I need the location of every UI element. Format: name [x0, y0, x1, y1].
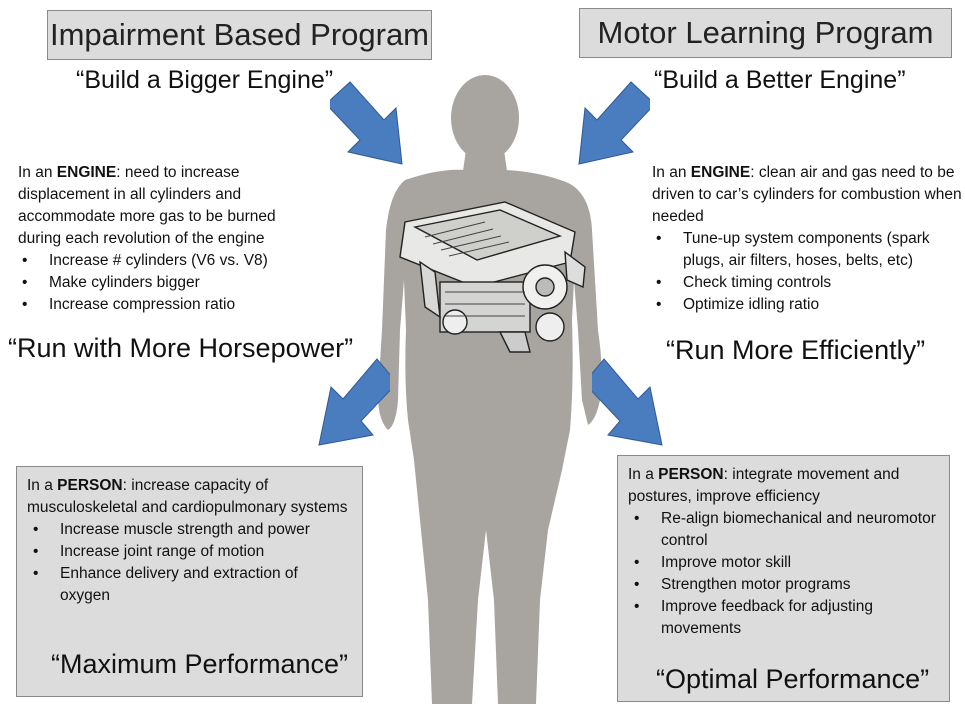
bigger-engine-slogan: “Build a Bigger Engine” [76, 66, 334, 94]
optimal-performance-label: “Optimal Performance” [656, 664, 930, 694]
motor-learning-program-title: Motor Learning Program [579, 8, 952, 58]
right-person-box: In a PERSON: integrate movement and post… [617, 455, 950, 702]
list-item: Increase # cylinders (V6 vs. V8) [18, 250, 318, 272]
arrow-bottom-left [318, 358, 390, 446]
arrow-bottom-right [592, 358, 663, 446]
list-item: Strengthen motor programs [628, 574, 939, 596]
horsepower-slogan: “Run with More Horsepower” [8, 333, 354, 363]
right-engine-list: Tune-up system components (spark plugs, … [652, 228, 962, 316]
left-engine-description: In an ENGINE: need to increase displacem… [18, 162, 318, 316]
arrow-top-right [578, 81, 650, 165]
list-item: Enhance delivery and extraction of oxyge… [27, 563, 352, 607]
list-item: Optimize idling ratio [652, 294, 962, 316]
efficiency-slogan: “Run More Efficiently” [666, 335, 926, 365]
better-engine-slogan: “Build a Better Engine” [654, 66, 906, 94]
list-item: Tune-up system components (spark plugs, … [652, 228, 962, 272]
impairment-program-title: Impairment Based Program [47, 10, 432, 60]
list-item: Check timing controls [652, 272, 962, 294]
list-item: Increase compression ratio [18, 294, 318, 316]
maximum-performance-label: “Maximum Performance” [51, 649, 349, 679]
right-person-intro: In a PERSON: integrate movement and post… [628, 466, 900, 505]
right-engine-intro: In an ENGINE: clean air and gas need to … [652, 164, 962, 225]
right-engine-description: In an ENGINE: clean air and gas need to … [652, 162, 962, 316]
engine-illustration [399, 201, 586, 353]
left-engine-list: Increase # cylinders (V6 vs. V8) Make cy… [18, 250, 318, 316]
list-item: Improve motor skill [628, 552, 939, 574]
left-person-list: Increase muscle strength and power Incre… [27, 519, 352, 607]
list-item: Increase muscle strength and power [27, 519, 352, 541]
left-engine-intro: In an ENGINE: need to increase displacem… [18, 164, 276, 247]
arrow-top-left [330, 81, 403, 165]
list-item: Re-align biomechanical and neuromotor co… [628, 508, 939, 552]
right-person-list: Re-align biomechanical and neuromotor co… [628, 508, 939, 640]
left-person-intro: In a PERSON: increase capacity of muscul… [27, 477, 348, 516]
list-item: Improve feedback for adjusting movements [628, 596, 939, 640]
list-item: Make cylinders bigger [18, 272, 318, 294]
left-person-box: In a PERSON: increase capacity of muscul… [16, 466, 363, 697]
list-item: Increase joint range of motion [27, 541, 352, 563]
